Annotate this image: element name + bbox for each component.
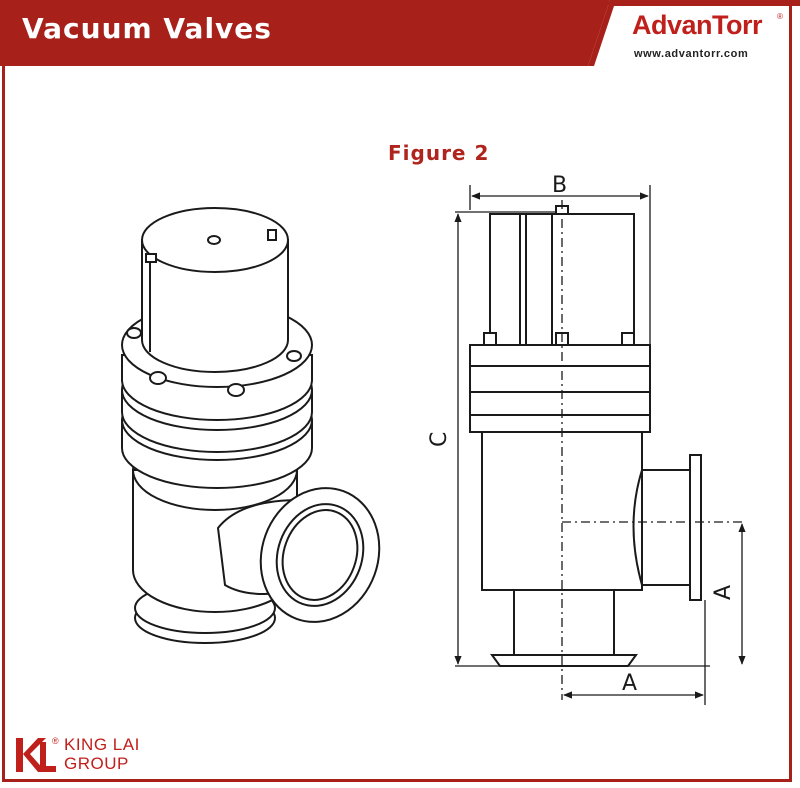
figure-title: Figure 2 xyxy=(388,141,490,165)
isometric-valve-view xyxy=(121,207,381,644)
page-title: Vacuum Valves xyxy=(22,12,272,45)
header-banner xyxy=(0,0,800,66)
king-lai-registered-mark: ® xyxy=(52,736,59,746)
brand-url[interactable]: www.advantorr.com xyxy=(634,48,749,60)
dimension-label-a-horizontal: A xyxy=(622,671,637,696)
registered-mark: ® xyxy=(777,12,783,21)
king-lai-logo-mark xyxy=(16,738,56,772)
king-lai-group: GROUP xyxy=(64,754,129,773)
dimension-label-c: C xyxy=(427,432,452,447)
advantorr-logo[interactable]: AdvanTorr xyxy=(632,10,763,40)
dimension-label-a-vertical: A xyxy=(711,585,736,600)
front-view xyxy=(469,205,702,667)
dimension-lines xyxy=(454,185,746,705)
center-lines xyxy=(561,200,742,700)
king-lai-name: KING LAI xyxy=(64,735,140,754)
dimension-label-b: B xyxy=(552,173,567,198)
